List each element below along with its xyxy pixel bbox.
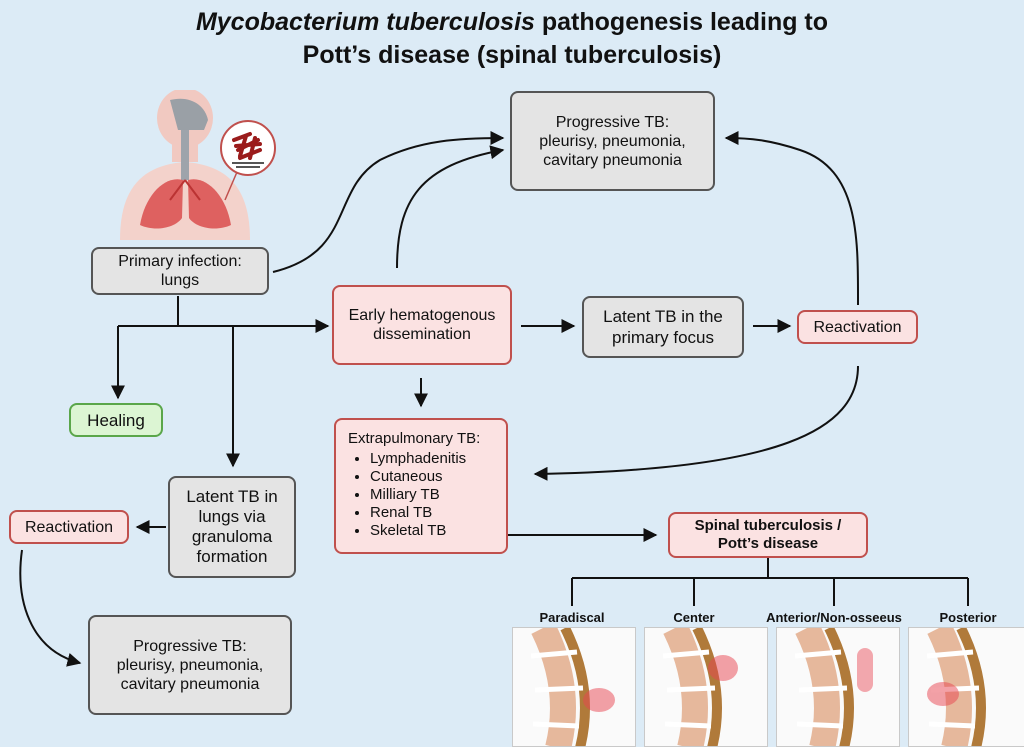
latent-primary-focus-node: Latent TB in the primary focus xyxy=(582,296,744,358)
progressive-tb-top-label: Progressive TB: pleurisy, pneumonia, cav… xyxy=(539,113,686,169)
title-line-1-rest: pathogenesis leading to xyxy=(534,8,829,36)
extrapulmonary-list: Lymphadenitis Cutaneous Milliary TB Rena… xyxy=(348,450,498,540)
latent-lungs-label: Latent TB in lungs via granuloma formati… xyxy=(186,487,278,566)
spinal-type-label-center: Center xyxy=(673,610,715,625)
spine-image-paradiscal xyxy=(512,627,636,747)
primary-infection-label: Primary infection: lungs xyxy=(118,253,242,289)
extrapulmonary-tb-node: Extrapulmonary TB: Lymphadenitis Cutaneo… xyxy=(334,418,508,554)
reactivation-left-label: Reactivation xyxy=(24,518,114,536)
extrapulmonary-item: Lymphadenitis xyxy=(370,450,498,468)
reactivation-right-node: Reactivation xyxy=(797,310,918,344)
spine-posterior-icon xyxy=(926,628,986,746)
reactivation-right-label: Reactivation xyxy=(813,318,902,336)
progressive-tb-bottom-node: Progressive TB: pleurisy, pneumonia, cav… xyxy=(88,615,292,715)
title-species: Mycobacterium tuberculosis xyxy=(195,8,535,36)
healing-node: Healing xyxy=(69,403,163,437)
spinal-type-label-anterior: Anterior/Non-osseeus xyxy=(766,610,902,625)
spine-center-icon xyxy=(662,628,738,746)
spinal-type-label-paradiscal: Paradiscal xyxy=(539,610,605,625)
spine-image-center xyxy=(644,627,768,747)
arrow-reactivation-to-progressive-bottom xyxy=(19,549,82,667)
arrow-reactivation-to-extrapulmonary xyxy=(533,365,859,481)
extrapulmonary-item: Cutaneous xyxy=(370,468,498,486)
progressive-tb-top-node: Progressive TB: pleurisy, pneumonia, cav… xyxy=(510,91,715,191)
latent-primary-focus-label: Latent TB in the primary focus xyxy=(603,307,723,347)
lungs-illustration xyxy=(120,90,276,240)
extrapulmonary-item: Skeletal TB xyxy=(370,522,498,540)
title-line-1: Mycobacterium tuberculosis pathogenesis … xyxy=(0,6,1024,39)
bacteria-zoom-icon xyxy=(220,120,276,201)
latent-lungs-node: Latent TB in lungs via granuloma formati… xyxy=(168,476,296,578)
healing-label: Healing xyxy=(87,410,145,430)
early-dissemination-node: Early hematogenous dissemination xyxy=(332,285,512,365)
spine-anterior-icon xyxy=(794,628,873,746)
arrow-primary-to-progressive xyxy=(272,131,505,273)
spine-paradiscal-icon xyxy=(530,628,615,746)
reactivation-left-node: Reactivation xyxy=(9,510,129,544)
spine-image-posterior xyxy=(908,627,1024,747)
early-dissemination-label: Early hematogenous dissemination xyxy=(348,307,496,343)
progressive-tb-bottom-label: Progressive TB: pleurisy, pneumonia, cav… xyxy=(116,637,264,693)
spinal-type-label-posterior: Posterior xyxy=(939,610,997,625)
human-silhouette-icon xyxy=(120,90,250,240)
spine-image-anterior xyxy=(776,627,900,747)
diagram-title: Mycobacterium tuberculosis pathogenesis … xyxy=(0,6,1024,72)
title-line-2: Pott’s disease (spinal tuberculosis) xyxy=(302,41,722,69)
arrow-dissemination-to-progressive xyxy=(396,145,505,269)
arrow-reactivation-to-progressive xyxy=(724,131,860,306)
spinal-tuberculosis-label: Spinal tuberculosis / Pott’s disease xyxy=(694,517,842,552)
extrapulmonary-item: Renal TB xyxy=(370,504,498,522)
extrapulmonary-heading: Extrapulmonary TB: xyxy=(348,430,481,447)
spinal-tuberculosis-node: Spinal tuberculosis / Pott’s disease xyxy=(668,512,868,558)
extrapulmonary-item: Milliary TB xyxy=(370,486,498,504)
primary-infection-node: Primary infection: lungs xyxy=(91,247,269,295)
